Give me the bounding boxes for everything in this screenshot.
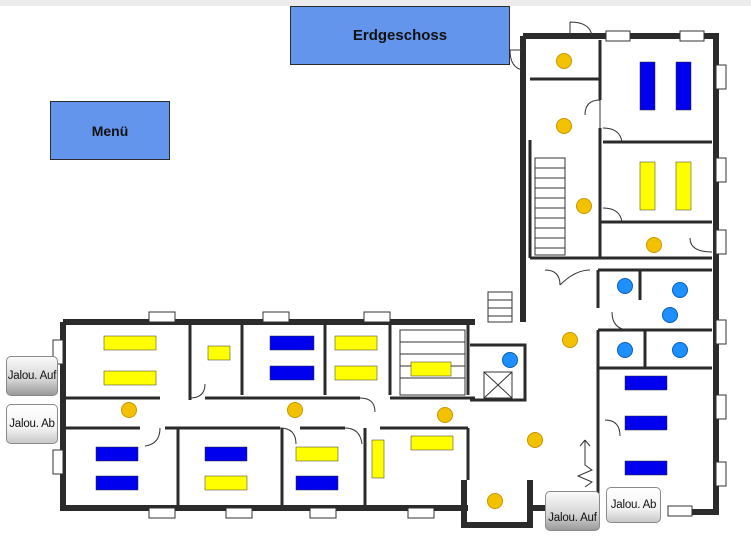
windows xyxy=(52,30,727,519)
blinds-up-button-left[interactable]: Jalou. Auf xyxy=(6,356,58,396)
blind-open[interactable] xyxy=(334,335,378,351)
blind-closed[interactable] xyxy=(624,415,668,431)
inner-walls xyxy=(66,40,712,505)
lamp-icon[interactable] xyxy=(562,332,578,348)
blind-closed[interactable] xyxy=(624,460,668,476)
sensors xyxy=(502,278,688,368)
lamp-icon[interactable] xyxy=(527,432,543,448)
lamp-icon[interactable] xyxy=(556,53,572,69)
lamp-icon[interactable] xyxy=(556,118,572,134)
blinds-down-button-left[interactable]: Jalou. Ab xyxy=(6,404,58,444)
sensor-icon[interactable] xyxy=(672,342,688,358)
blind-closed[interactable] xyxy=(639,61,656,111)
lamp-icon[interactable] xyxy=(646,237,662,253)
floor-title-button[interactable]: Erdgeschoss xyxy=(290,6,510,65)
lamp-icon[interactable] xyxy=(437,407,453,423)
doors-and-stairs xyxy=(144,21,713,488)
blind-closed[interactable] xyxy=(295,475,339,491)
blind-open[interactable] xyxy=(410,435,454,451)
blind-open[interactable] xyxy=(103,370,157,386)
blind-open[interactable] xyxy=(103,335,157,351)
sensor-icon[interactable] xyxy=(617,342,633,358)
blind-open[interactable] xyxy=(204,475,248,491)
menu-button[interactable]: Menü xyxy=(50,101,170,160)
lamp-icon[interactable] xyxy=(576,198,592,214)
blinds-open xyxy=(103,161,692,491)
blind-open[interactable] xyxy=(295,446,339,462)
blind-open[interactable] xyxy=(371,439,385,479)
blind-open[interactable] xyxy=(410,361,452,377)
blind-closed[interactable] xyxy=(269,335,315,351)
blind-closed[interactable] xyxy=(95,446,139,462)
blind-closed[interactable] xyxy=(269,365,315,381)
sensor-icon[interactable] xyxy=(502,352,518,368)
lamp-icon[interactable] xyxy=(487,493,503,509)
lamp-icon[interactable] xyxy=(287,402,303,418)
lamp-icon[interactable] xyxy=(121,402,137,418)
blind-open[interactable] xyxy=(334,365,378,381)
blind-closed[interactable] xyxy=(675,61,692,111)
sensor-icon[interactable] xyxy=(617,278,633,294)
blind-closed[interactable] xyxy=(624,375,668,391)
blind-open[interactable] xyxy=(639,161,656,211)
top-strip xyxy=(0,0,751,6)
sensor-icon[interactable] xyxy=(672,282,688,298)
blind-closed[interactable] xyxy=(204,446,248,462)
lamps xyxy=(121,53,662,509)
sensor-icon[interactable] xyxy=(662,307,678,323)
blinds-up-button-bottom[interactable]: Jalou. Auf xyxy=(545,491,600,531)
blind-closed[interactable] xyxy=(95,475,139,491)
blinds-down-button-bottom[interactable]: Jalou. Ab xyxy=(606,487,661,523)
blind-open[interactable] xyxy=(207,345,231,361)
blinds-closed xyxy=(95,61,692,491)
blind-open[interactable] xyxy=(675,161,692,211)
